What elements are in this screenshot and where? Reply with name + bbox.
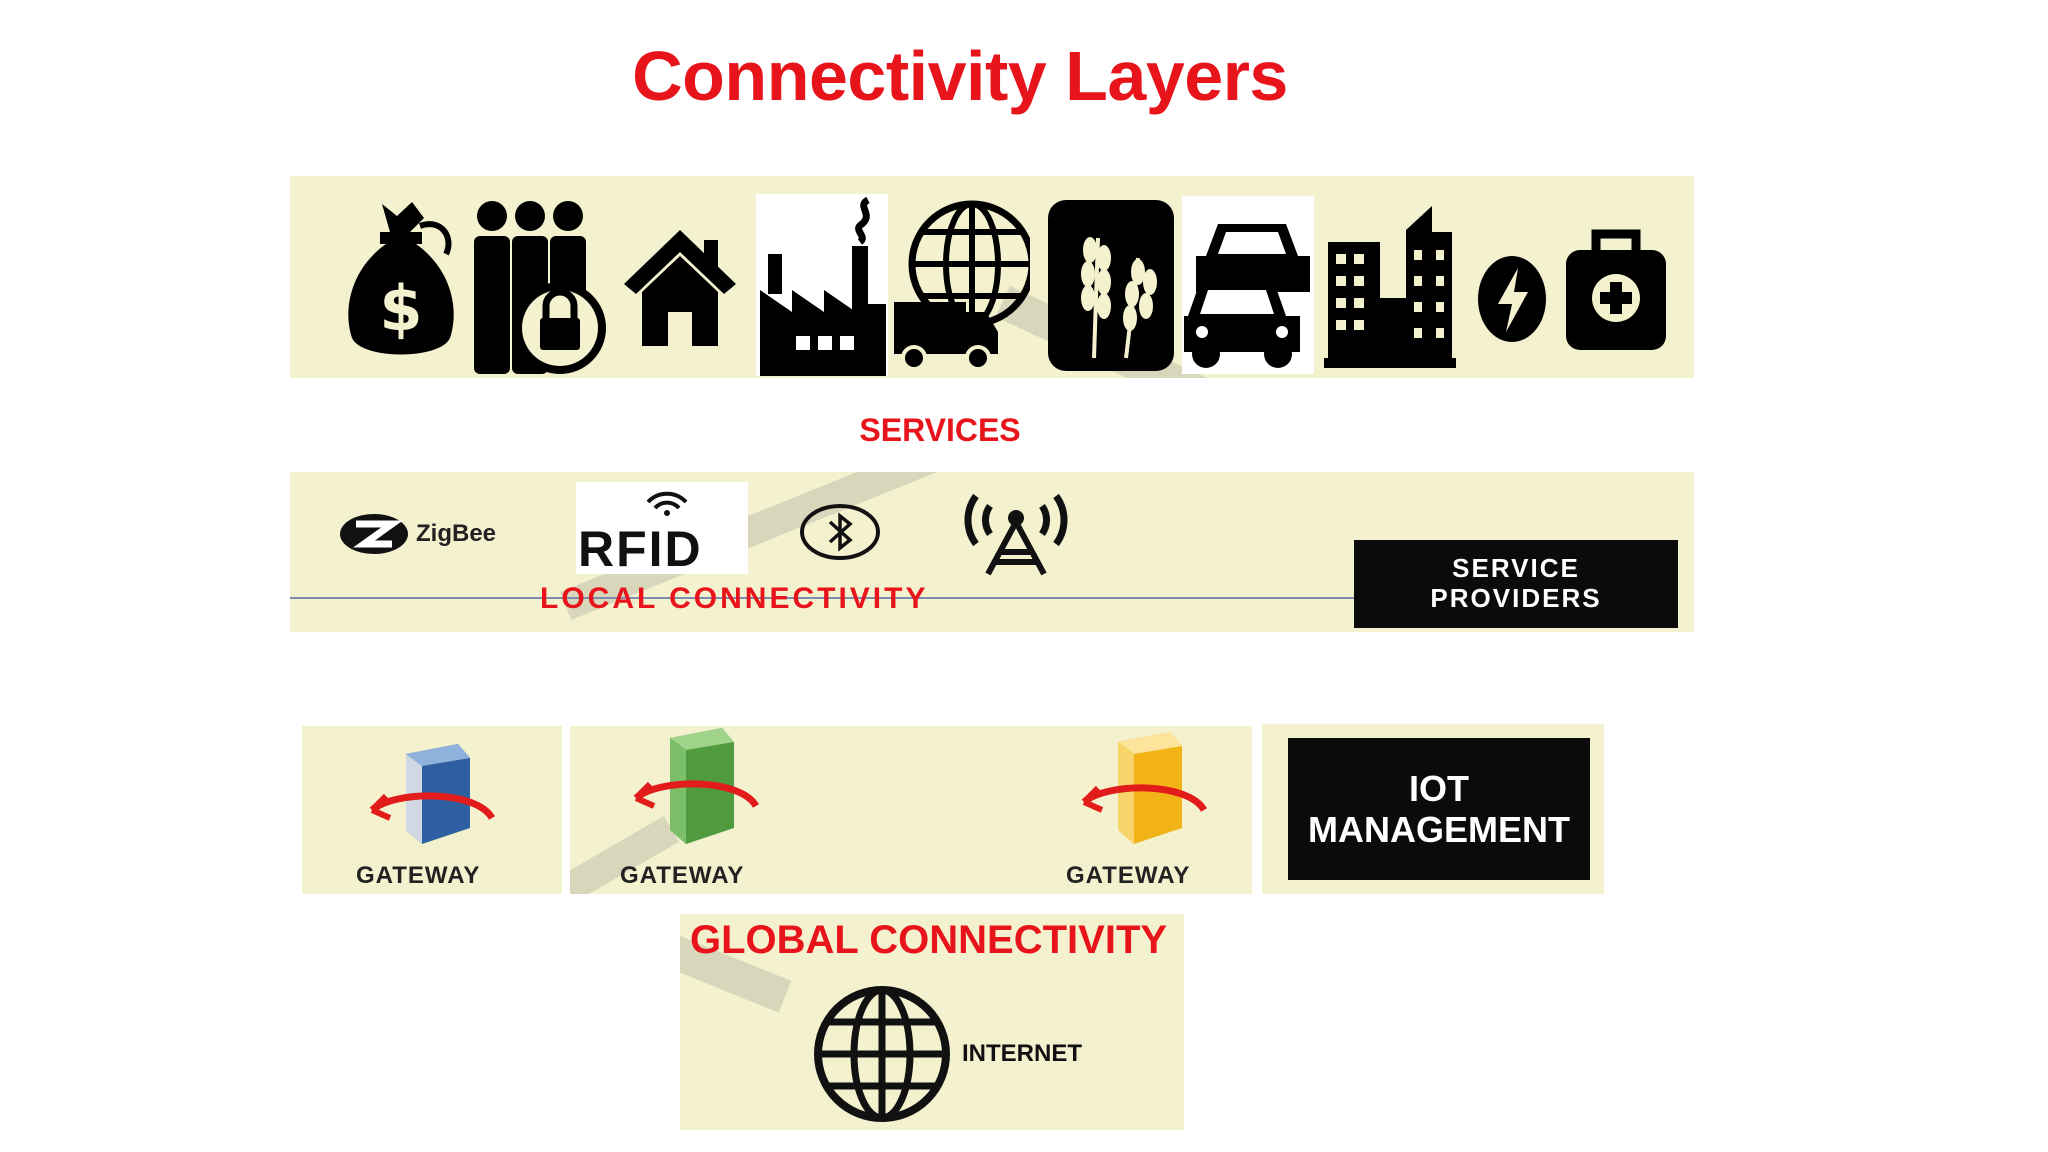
service-providers-box: SERVICE PROVIDERS xyxy=(1354,540,1678,628)
svg-text:$: $ xyxy=(379,272,422,345)
gateway-panel-2: GATEWAY GATEWAY xyxy=(570,726,1252,894)
rfid-logo: RFID xyxy=(576,482,748,577)
globe-icon xyxy=(810,984,954,1124)
gateway-label: GATEWAY xyxy=(356,862,481,889)
internet-label: INTERNET xyxy=(962,1040,1082,1067)
gateway-cube-icon xyxy=(630,728,762,848)
people-lock-icon xyxy=(468,196,608,378)
gateway-cube-icon xyxy=(1078,732,1210,848)
gateway-panel-1: GATEWAY xyxy=(302,726,562,894)
buildings-icon xyxy=(1324,202,1456,370)
divider-line xyxy=(290,597,1360,599)
iot-management-panel: IOT MANAGEMENT xyxy=(1262,724,1604,894)
zigbee-logo: ZigBee xyxy=(338,512,496,556)
global-connectivity-panel: GLOBAL CONNECTIVITY INTERNET xyxy=(680,914,1184,1130)
global-connectivity-label: GLOBAL CONNECTIVITY xyxy=(690,918,1168,962)
factory-icon xyxy=(756,194,888,376)
truck-globe-icon xyxy=(894,194,1030,372)
page-title: Connectivity Layers xyxy=(632,37,1288,115)
gateway-label: GATEWAY xyxy=(620,862,745,889)
local-connectivity-label: LOCAL CONNECTIVITY xyxy=(540,582,929,615)
zigbee-icon xyxy=(340,514,408,554)
rfid-label: RFID xyxy=(578,521,703,577)
services-panel: $ xyxy=(290,176,1694,378)
services-label: SERVICES xyxy=(859,412,1021,448)
medical-kit-icon xyxy=(1564,224,1668,354)
cars-icon xyxy=(1182,196,1314,374)
lightning-icon xyxy=(1476,254,1548,344)
money-bag-icon: $ xyxy=(342,198,460,363)
local-connectivity-panel: ZigBee RFID LOCAL CONNECTIVITY SERVICE P… xyxy=(290,472,1694,632)
cell-tower-icon xyxy=(944,480,1088,576)
iot-management-box: IOT MANAGEMENT xyxy=(1288,738,1590,880)
bluetooth-icon xyxy=(798,502,882,562)
house-icon xyxy=(620,226,740,351)
wireless-signal-icon xyxy=(646,491,688,516)
gateway-cube-icon xyxy=(366,740,498,852)
zigbee-label: ZigBee xyxy=(416,520,497,547)
wheat-icon xyxy=(1046,198,1176,373)
gateway-label: GATEWAY xyxy=(1066,862,1191,889)
